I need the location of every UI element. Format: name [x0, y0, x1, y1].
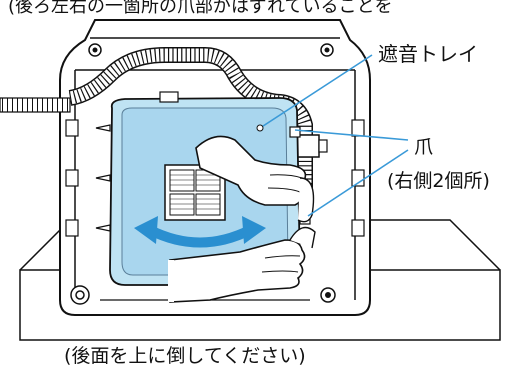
- label-claw-note: (右側2個所): [387, 170, 490, 192]
- label-claw: 爪: [414, 136, 433, 158]
- caption: (後面を上に倒してください): [64, 345, 306, 367]
- callout-lines: [259, 54, 409, 217]
- upper-hand: [195, 135, 315, 223]
- label-sound-tray: 遮音トレイ: [378, 42, 478, 66]
- top-text: (後ろ左右の一箇所の爪部がはずれていることを: [8, 0, 392, 17]
- lower-hand: [168, 226, 316, 303]
- rotate-arrow: [134, 216, 266, 248]
